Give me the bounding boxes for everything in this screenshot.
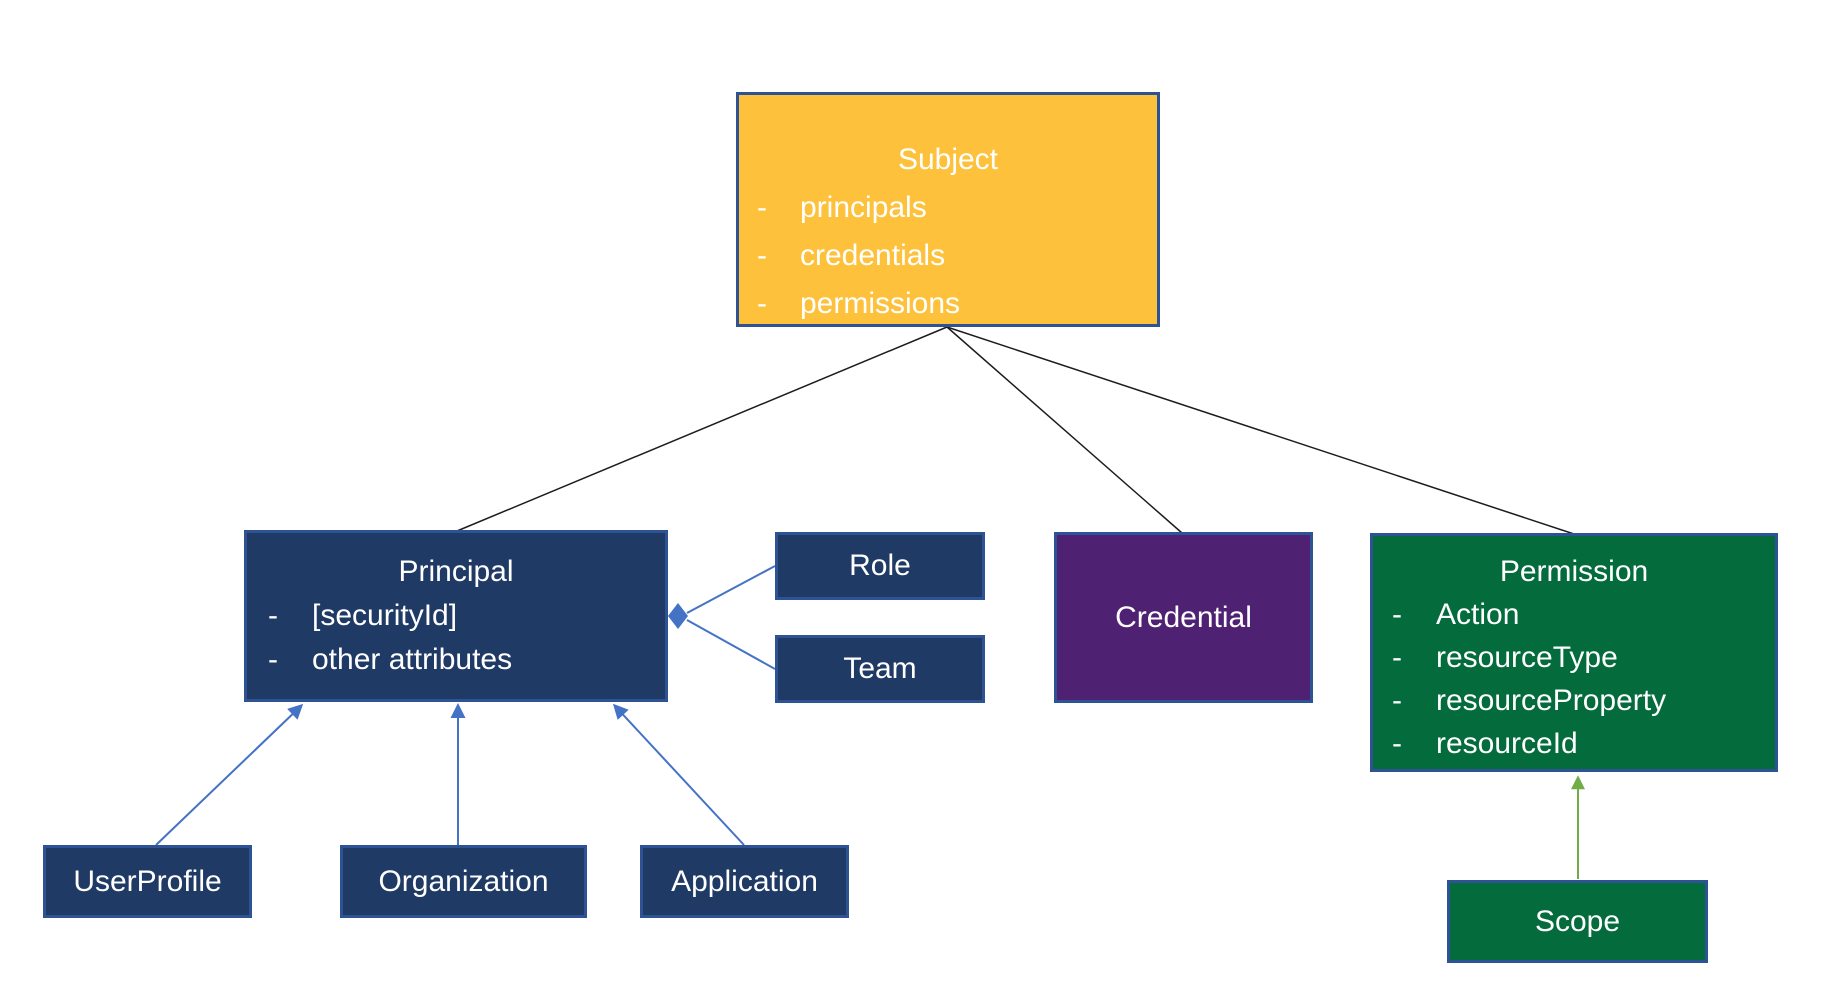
node-subject: Subject - principals - credentials - per…	[736, 92, 1160, 327]
subject-item: - permissions	[739, 280, 1157, 328]
permission-item: - Action	[1373, 593, 1775, 636]
subject-title: Subject	[897, 143, 999, 176]
permission-item-label: resourceProperty	[1436, 684, 1667, 717]
team-label: Team	[843, 652, 917, 685]
subject-item-label: credentials	[800, 239, 946, 272]
node-team: Team	[775, 635, 985, 703]
permission-item: - resourceId	[1373, 722, 1775, 765]
subject-item-label: permissions	[800, 287, 961, 320]
edge-subject-credential	[946, 326, 1183, 534]
node-role: Role	[775, 532, 985, 600]
role-label: Role	[849, 549, 911, 582]
edge-userprofile-principal	[155, 703, 304, 846]
edge-subject-principal	[456, 326, 948, 532]
edge-role-principal	[686, 565, 776, 614]
node-userprofile: UserProfile	[43, 845, 252, 918]
principal-title: Principal	[398, 555, 514, 588]
node-permission: Permission - Action - resourceType - res…	[1370, 533, 1778, 772]
node-organization: Organization	[340, 845, 587, 918]
bullet-dash: -	[1392, 641, 1402, 674]
edge-team-principal	[686, 619, 776, 670]
bullet-dash: -	[757, 239, 767, 272]
node-application: Application	[640, 845, 849, 918]
aggregation-diamond-icon	[668, 603, 688, 629]
organization-label: Organization	[378, 864, 549, 898]
subject-item: - principals	[739, 184, 1157, 232]
permission-item: - resourceProperty	[1373, 679, 1775, 722]
subject-item-label: principals	[800, 191, 927, 224]
principal-item: - other attributes	[247, 638, 665, 682]
permission-title: Permission	[1499, 555, 1649, 588]
bullet-dash: -	[1392, 598, 1402, 631]
scope-label: Scope	[1534, 904, 1621, 938]
bullet-dash: -	[1392, 684, 1402, 717]
subject-item: - credentials	[739, 232, 1157, 280]
bullet-dash: -	[268, 643, 278, 676]
bullet-dash: -	[757, 191, 767, 224]
permission-item-label: resourceType	[1436, 641, 1618, 674]
bullet-dash: -	[757, 287, 767, 320]
bullet-dash: -	[268, 599, 278, 632]
edge-application-principal	[612, 703, 745, 846]
node-credential: Credential	[1054, 532, 1313, 703]
node-principal: Principal - [securityId] - other attribu…	[244, 530, 668, 702]
bullet-dash: -	[1392, 727, 1402, 760]
credential-label: Credential	[1115, 600, 1252, 634]
permission-item-label: resourceId	[1436, 727, 1578, 760]
principal-item: - [securityId]	[247, 594, 665, 638]
node-scope: Scope	[1447, 880, 1708, 963]
principal-item-label: other attributes	[312, 643, 513, 676]
permission-item: - resourceType	[1373, 636, 1775, 679]
userprofile-label: UserProfile	[73, 864, 222, 898]
edge-subject-permission	[946, 326, 1575, 535]
principal-item-label: [securityId]	[312, 599, 458, 632]
permission-item-label: Action	[1436, 598, 1520, 631]
application-label: Application	[671, 864, 818, 898]
